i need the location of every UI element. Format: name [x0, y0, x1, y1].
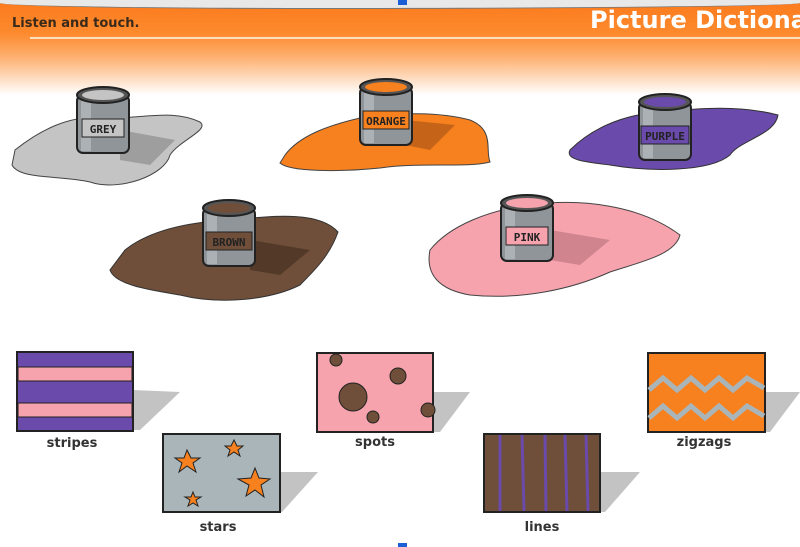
paint-label-pink: PINK — [514, 231, 541, 244]
bottom-handle[interactable] — [398, 543, 407, 547]
pattern-zigzags[interactable]: zigzags — [647, 352, 800, 450]
pattern-label-stripes: stripes — [47, 436, 98, 451]
paint-label-brown: BROWN — [212, 236, 245, 249]
pattern-stripes[interactable]: stripes — [16, 351, 180, 451]
pattern-label-spots: spots — [355, 435, 395, 450]
pattern-spots[interactable]: spots — [316, 352, 470, 450]
pattern-lines[interactable]: lines — [483, 433, 640, 535]
instruction-text: Listen and touch. — [12, 16, 140, 31]
paint-purple[interactable]: PURPLE — [568, 93, 779, 170]
paint-orange[interactable]: ORANGE — [279, 78, 491, 172]
header-divider — [30, 37, 800, 39]
paint-label-grey: GREY — [90, 123, 117, 136]
pattern-label-lines: lines — [525, 520, 560, 535]
top-handle[interactable] — [398, 0, 407, 5]
paint-label-purple: PURPLE — [645, 130, 685, 143]
page-title: Picture Dictionary — [590, 6, 800, 34]
paint-pink[interactable]: PINK — [428, 194, 681, 297]
header-banner — [0, 0, 800, 95]
paint-grey[interactable]: GREY — [11, 86, 203, 186]
pattern-stars[interactable]: stars — [162, 433, 318, 535]
paint-brown[interactable]: BROWN — [109, 199, 339, 301]
pattern-label-zigzags: zigzags — [677, 435, 732, 450]
paint-label-orange: ORANGE — [366, 115, 406, 128]
pattern-label-stars: stars — [200, 520, 237, 535]
